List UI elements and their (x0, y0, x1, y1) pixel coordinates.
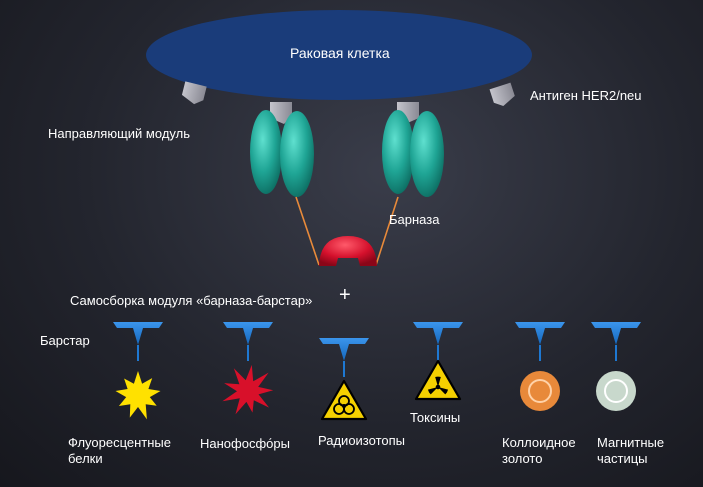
assembly-label: Самосборка модуля «барназа-барстар» (70, 293, 313, 308)
barstar-label: Барстар (40, 333, 90, 348)
payload-label-magnetic: Магнитные частицы (597, 435, 665, 466)
barstar-connectors (112, 321, 642, 378)
linker-left (295, 196, 320, 266)
targeting-module-label: Направляющий модуль (48, 126, 190, 141)
payload-label-radioisotopes: Радиоизотопы (318, 433, 405, 448)
payload-label-toxins: Токсины (410, 410, 461, 425)
targeting-module-left (250, 110, 314, 197)
barnase-label: Барназа (389, 212, 440, 227)
plus-sign: + (339, 284, 351, 306)
antigen-label: Антиген HER2/neu (530, 88, 642, 103)
cancer-cell (146, 10, 532, 100)
payload-label-fluorescent: Флуоресцентные белки (68, 435, 171, 466)
targeting-module-right (382, 110, 444, 197)
yellow-star-icon (115, 371, 161, 420)
linker-right (375, 196, 399, 266)
payload-label-nanophosphors: Нанофосфо́ры (200, 436, 290, 451)
orange-circle-icon (520, 371, 560, 411)
red-star-icon (222, 364, 274, 415)
biohazard-icon (320, 379, 368, 421)
payload-label-colloidal-gold: Коллоидное золото (502, 435, 576, 466)
barnase-dome (319, 236, 377, 266)
cancer-cell-label: Раковая клетка (290, 45, 390, 61)
radiation-icon (414, 359, 462, 401)
grey-circle-icon (596, 371, 636, 411)
